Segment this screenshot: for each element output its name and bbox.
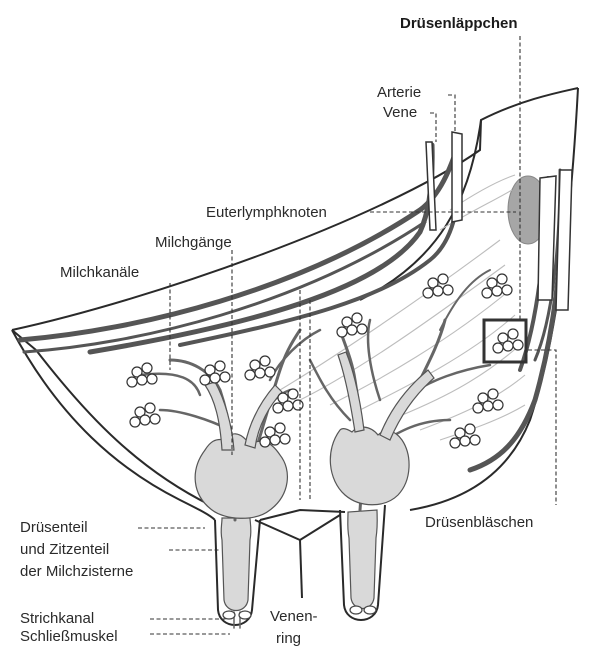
milk-cisterns [195, 352, 434, 518]
label-milchkanaele: Milchkanäle [60, 264, 139, 281]
teat-right [340, 505, 385, 620]
label-zitzenteil: und Zitzenteil [20, 541, 109, 558]
alveolus-cluster [337, 313, 367, 337]
label-schliessmuskel: Schließmuskel [20, 628, 118, 645]
alveolus-cluster [482, 274, 512, 298]
label-venenring-line1: Venen- [270, 608, 318, 625]
alveolus-cluster [127, 363, 157, 387]
label-milchgaenge: Milchgänge [155, 234, 232, 251]
label-arterie: Arterie [377, 84, 421, 101]
label-druesenlaeppchen: Drüsenläppchen [400, 15, 518, 32]
teat-left [215, 518, 260, 628]
label-venenring-line2: ring [276, 630, 301, 647]
leader-lines [138, 36, 556, 634]
label-druesenteil: Drüsenteil [20, 519, 88, 536]
alveolus-cluster [130, 403, 160, 427]
label-druesenblaeschen: Drüsenbläschen [425, 514, 533, 531]
alveolus-cluster [260, 423, 290, 447]
label-euterlymphknoten: Euterlymphknoten [206, 204, 327, 221]
label-vene: Vene [383, 104, 417, 121]
alveolus-cluster [245, 356, 275, 380]
venous-ring [255, 510, 345, 598]
label-strichkanal: Strichkanal [20, 610, 94, 627]
label-milchzisterne: der Milchzisterne [20, 563, 133, 580]
alveolus-cluster-highlighted [493, 329, 523, 353]
alveolus-cluster [473, 389, 503, 413]
